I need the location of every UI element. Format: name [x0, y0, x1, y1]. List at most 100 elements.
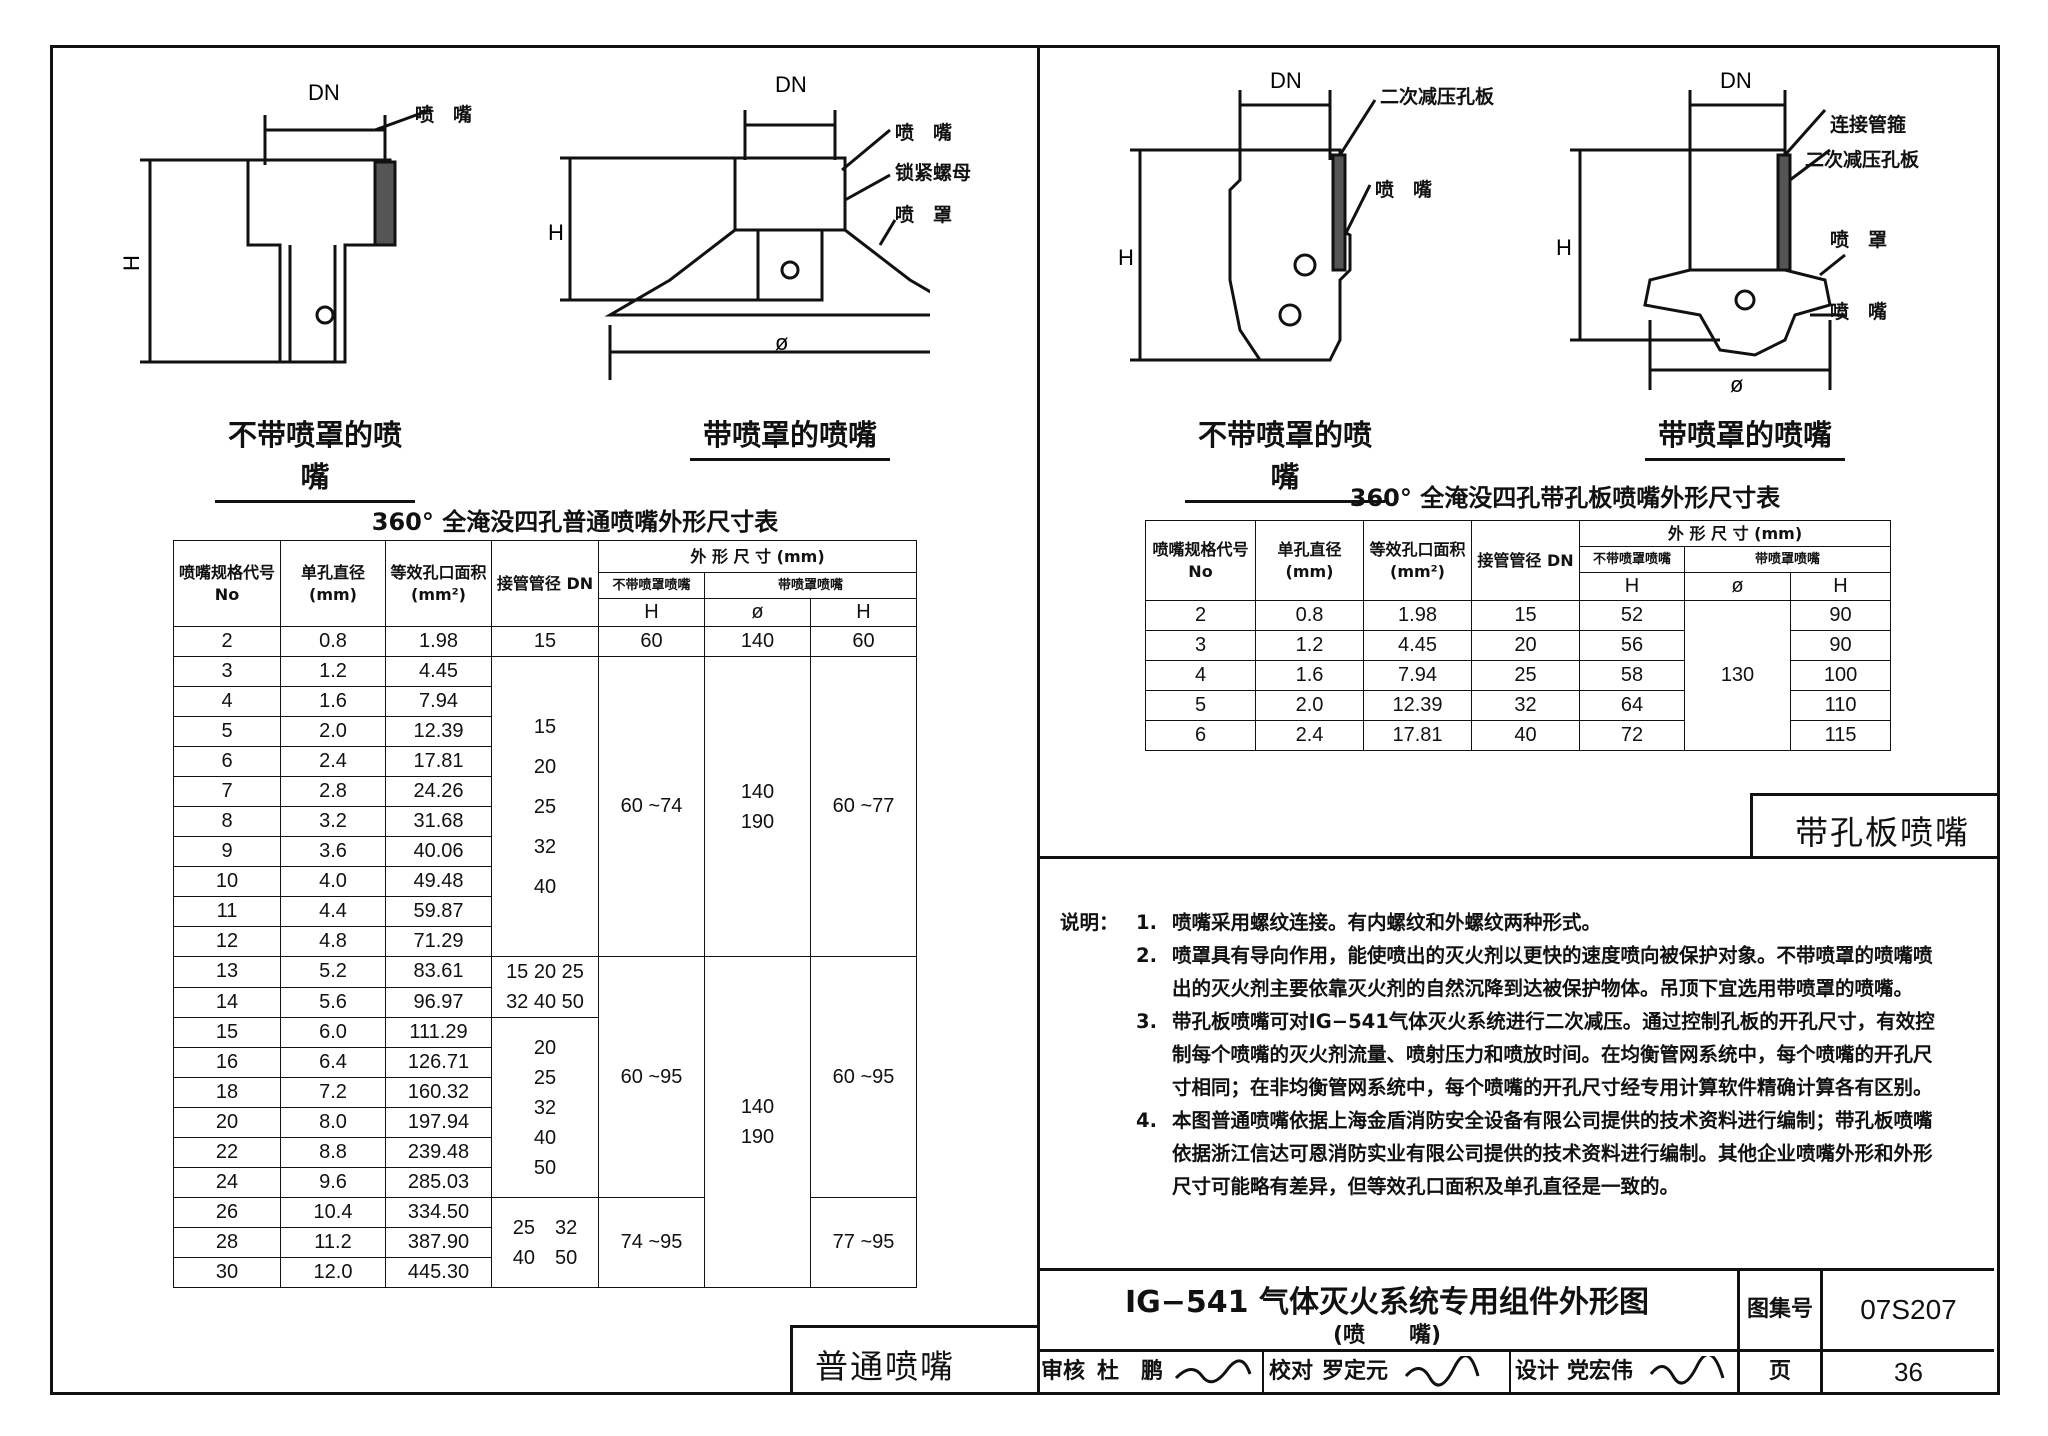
page-number: 36: [1894, 1357, 1923, 1387]
phi-dim-label: ø: [1730, 372, 1743, 397]
label-nozzle: 喷 嘴: [1375, 179, 1433, 201]
cell: 4.45: [385, 656, 492, 687]
cell: 60: [598, 626, 705, 657]
cell: 387.90: [385, 1227, 492, 1258]
drawing-frame: [50, 45, 2000, 1395]
cell: 8: [173, 806, 281, 837]
checker-name: 罗定元: [1322, 1359, 1389, 1384]
cell: 445.30: [385, 1257, 492, 1288]
divider: [1262, 1352, 1264, 1392]
orifice-plain-nozzle-diagram: DN H: [1118, 70, 1377, 362]
cell: 40: [1471, 720, 1580, 751]
cell: 11: [173, 896, 281, 927]
cell: 1.2: [280, 656, 386, 687]
cell: 7.94: [385, 686, 492, 717]
hdr-area: 等效孔口面积 (mm²): [385, 540, 492, 627]
dn-dim-label: DN: [308, 80, 340, 105]
cell: 16: [173, 1047, 281, 1078]
label-lock-nut: 锁紧螺母: [895, 162, 972, 184]
cell: 12: [173, 926, 281, 957]
orifice-nozzle-size-table: 喷嘴规格代号 No 单孔直径 (mm) 等效孔口面积 (mm²) 接管管径 DN…: [1145, 520, 1892, 751]
orifice-shield-nozzle-diagram: DN H ø: [1556, 70, 1846, 397]
cell: 285.03: [385, 1167, 492, 1198]
cell: 4.45: [1363, 630, 1472, 661]
plain-nozzle-tag: 普通喷嘴: [815, 1347, 955, 1386]
cell: 7.94: [1363, 660, 1472, 691]
h-dim-label: H: [548, 220, 564, 245]
cell: 31.68: [385, 806, 492, 837]
cell: 17.81: [385, 746, 492, 777]
cell: 100: [1789, 660, 1892, 691]
hdr-h2: H: [809, 598, 918, 627]
cell: 20: [173, 1107, 281, 1138]
designer-signature: [1649, 1356, 1725, 1385]
plain-nozzle-diagram: DN H: [120, 80, 431, 364]
cell: 64: [1579, 690, 1685, 721]
cell: 71.29: [385, 926, 492, 957]
hdr-hole-dia: 单孔直径 (mm): [1255, 520, 1364, 601]
cell: 59.87: [385, 896, 492, 927]
cell: 2.4: [280, 746, 386, 777]
cell: 2: [1145, 600, 1256, 631]
cell: 334.50: [385, 1197, 492, 1228]
cell: 2.0: [1255, 690, 1364, 721]
cell: 83.61: [385, 956, 492, 988]
cell: 25: [1471, 660, 1580, 691]
hdr-h2: H: [1789, 572, 1892, 601]
caption-text: 带喷罩的喷嘴: [702, 418, 877, 452]
group-h2-cell: 60 ~77: [809, 656, 918, 957]
cell: 60: [809, 626, 918, 657]
cell: 11.2: [280, 1227, 386, 1258]
hdr-pipe: 接管管径 DN: [491, 540, 599, 627]
caption-shield-nozzle: 带喷罩的喷嘴: [690, 412, 890, 461]
note-text: 寸相同；在非均衡管网系统中，每个喷嘴的开孔尺寸经专用计算软件精确计算各有区别。: [1172, 1076, 1933, 1099]
cell: 126.71: [385, 1047, 492, 1078]
center-divider: [1037, 45, 1040, 1392]
cell: 15: [173, 1017, 281, 1048]
cell: 7: [173, 776, 281, 807]
label-orifice2: 二次减压孔板: [1805, 149, 1920, 171]
h-dim-label: H: [120, 255, 144, 271]
cell: 1.6: [1255, 660, 1364, 691]
notes-section: 说明： 1. 喷嘴采用螺纹连接。有内螺纹和外螺纹两种形式。 2. 喷罩具有导向作…: [1060, 906, 1960, 1203]
cell: 58: [1579, 660, 1685, 691]
page-label: 页: [1768, 1359, 1791, 1384]
cell: 32: [1471, 690, 1580, 721]
cell: 239.48: [385, 1137, 492, 1168]
cell: 5.6: [280, 986, 386, 1018]
divider: [1820, 1352, 1823, 1392]
hdr-no-shield: 不带喷罩喷嘴: [1579, 546, 1685, 573]
cell: 5: [173, 716, 281, 747]
note-3: 3. 带孔板喷嘴可对IG−541气体灭火系统进行二次减压。通过控制孔板的开孔尺寸…: [1060, 1005, 1960, 1038]
cell: 12.0: [280, 1257, 386, 1288]
cell: 8.0: [280, 1107, 386, 1138]
note-text: 制每个喷嘴的灭火剂流量、喷射压力和喷放时间。在均衡管网系统中，每个喷嘴的开孔尺: [1172, 1043, 1933, 1066]
designer-name: 党宏伟: [1567, 1359, 1634, 1384]
label-orifice: 二次减压孔板: [1380, 86, 1495, 108]
cell: 4: [1145, 660, 1256, 691]
note-number: 1.: [1136, 911, 1157, 934]
cell: 13: [173, 956, 281, 988]
cell: 1.98: [1363, 600, 1472, 631]
signature-row: 审核 杜 鹏 校对 罗定元 设计 党宏伟 页 36: [1037, 1352, 1994, 1392]
cell: 24.26: [385, 776, 492, 807]
cell: 4: [173, 686, 281, 717]
check-label: 校对: [1269, 1359, 1314, 1384]
note-text: 喷罩具有导向作用，能使喷出的灭火剂以更快的速度喷向被保护对象。不带喷罩的喷嘴喷: [1172, 944, 1933, 967]
cell: 6: [1145, 720, 1256, 751]
note-text: 本图普通喷嘴依据上海金盾消防安全设备有限公司提供的技术资料进行编制；带孔板喷嘴: [1172, 1109, 1933, 1132]
caption-text: 不带喷罩的喷嘴: [227, 418, 402, 494]
caption-text: 带喷罩的喷嘴: [1657, 418, 1832, 452]
label-shield: 喷 罩: [1830, 229, 1888, 251]
note-1: 说明： 1. 喷嘴采用螺纹连接。有内螺纹和外螺纹两种形式。: [1060, 906, 1960, 939]
cell: 9: [173, 836, 281, 867]
hdr-with-shield: 带喷罩喷嘴: [703, 572, 918, 599]
label-nozzle: 喷 嘴: [895, 122, 953, 144]
phi-dim-label: ø: [775, 330, 788, 355]
cell: 96.97: [385, 986, 492, 1018]
hdr-hole-dia: 单孔直径 (mm): [280, 540, 386, 627]
right-table-title: 360° 全淹没四孔带孔板喷嘴外形尺寸表: [1349, 484, 1781, 512]
cell: 20: [1471, 630, 1580, 661]
group-h-cell: 74 ~95: [598, 1197, 705, 1288]
cell: 15: [1471, 600, 1580, 631]
